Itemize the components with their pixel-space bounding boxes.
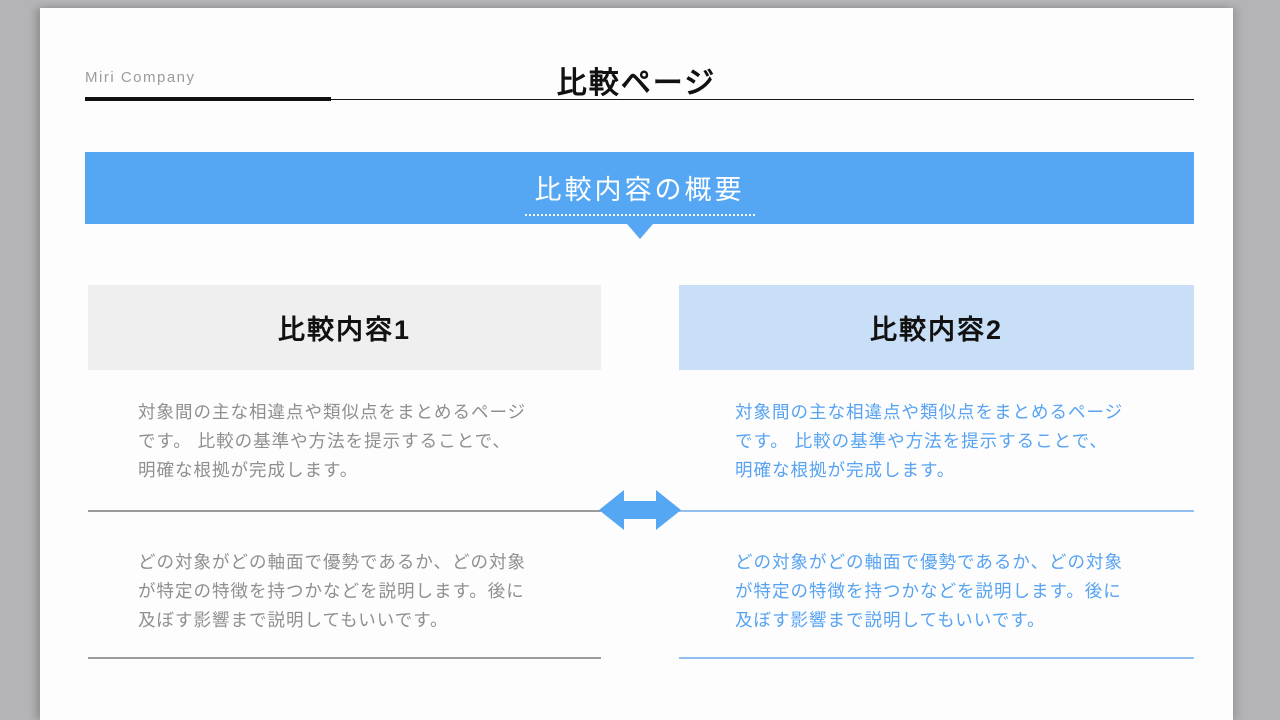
arrow-head-right (656, 490, 681, 530)
column2-paragraph2-line2: が特定の特徴を持つかなどを説明します。後に (735, 581, 1122, 601)
column1-paragraph1-line1: 対象間の主な相違点や類似点をまとめるページ (138, 402, 527, 422)
column2-paragraph1: 対象間の主な相違点や類似点をまとめるページ です。 比較の基準や方法を提示するこ… (735, 398, 1175, 485)
overview-banner-label: 比較内容の概要 (524, 168, 755, 216)
company-logo-text: Miri Company (85, 69, 196, 86)
page-title: 比較ページ (556, 67, 717, 100)
compare-arrow-icon (599, 490, 681, 530)
arrow-head-left (599, 490, 624, 530)
column2-mid-divider (679, 510, 1194, 512)
column1-paragraph1: 対象間の主な相違点や類似点をまとめるページ です。 比較の基準や方法を提示するこ… (138, 398, 578, 485)
column1-bottom-divider (88, 657, 601, 659)
column2-paragraph2: どの対象がどの軸面で優勢であるか、どの対象 が特定の特徴を持つかなどを説明します… (735, 548, 1175, 635)
banner-pointer-icon (627, 224, 653, 239)
column2-header: 比較内容2 (679, 285, 1194, 370)
header-rule-thin (85, 99, 1194, 100)
column1-paragraph1-line2: です。 比較の基準や方法を提示することで、 (138, 431, 511, 451)
overview-banner: 比較内容の概要 (85, 152, 1194, 224)
column2-bottom-divider (679, 657, 1194, 659)
column1-header: 比較内容1 (88, 285, 601, 370)
arrow-body (623, 501, 657, 519)
column2-paragraph2-line1: どの対象がどの軸面で優勢であるか、どの対象 (735, 552, 1123, 572)
slide-canvas: Miri Company 比較ページ 比較内容の概要 比較内容1 比較内容2 対… (40, 8, 1233, 720)
header-rule-thick (85, 97, 331, 101)
column2-paragraph1-line1: 対象間の主な相違点や類似点をまとめるページ (735, 402, 1124, 422)
column2-paragraph1-line3: 明確な根拠が完成します。 (735, 460, 956, 480)
column1-paragraph2-line3: 及ぼす影響まで説明してもいいです。 (138, 610, 449, 630)
column1-mid-divider (88, 510, 601, 512)
column2-paragraph1-line2: です。 比較の基準や方法を提示することで、 (735, 431, 1108, 451)
column1-paragraph2-line1: どの対象がどの軸面で優勢であるか、どの対象 (138, 552, 526, 572)
column1-paragraph2-line2: が特定の特徴を持つかなどを説明します。後に (138, 581, 525, 601)
column2-paragraph2-line3: 及ぼす影響まで説明してもいいです。 (735, 610, 1046, 630)
column1-paragraph1-line3: 明確な根拠が完成します。 (138, 460, 359, 480)
column1-paragraph2: どの対象がどの軸面で優勢であるか、どの対象 が特定の特徴を持つかなどを説明します… (138, 548, 578, 635)
